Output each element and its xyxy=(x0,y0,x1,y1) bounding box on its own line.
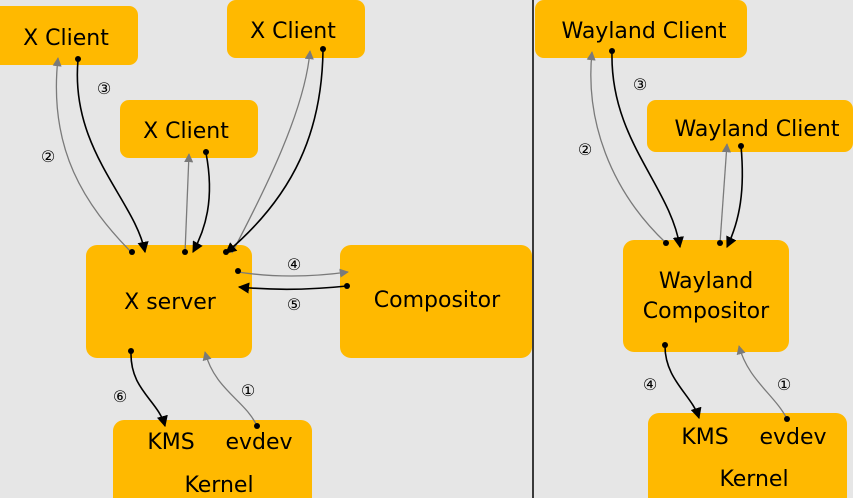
wayland-client-label-a: Wayland Client xyxy=(561,19,726,44)
x-step-3: ③ xyxy=(97,79,111,98)
compositor-box: Compositor xyxy=(340,245,532,358)
x-kernel-label: Kernel xyxy=(184,473,253,498)
wl-step-3: ③ xyxy=(633,75,647,94)
arrow-client-b-to-xserver xyxy=(225,49,324,254)
x-step-2: ② xyxy=(41,147,55,166)
arrow-xserver-to-kms xyxy=(130,351,168,428)
x-client-box-a: X Client xyxy=(0,6,138,65)
arrow-xserver-to-compositor xyxy=(237,268,349,278)
x-step-6: ⑥ xyxy=(113,387,127,406)
x-step-4: ④ xyxy=(287,255,301,274)
wl-step-1: ① xyxy=(777,375,791,394)
x-evdev-label: evdev xyxy=(225,430,292,455)
wayland-kernel-box: KMS evdev Kernel xyxy=(648,413,847,498)
arrow-evdev-to-compositor xyxy=(736,345,788,420)
x-server-box: X server xyxy=(86,245,252,358)
x-step-5: ⑤ xyxy=(287,295,301,314)
arrow-evdev-to-xserver xyxy=(202,351,258,427)
x-step-1: ① xyxy=(241,381,255,400)
arrow-compositor-to-wl-client-b xyxy=(719,143,731,244)
arrow-compositor-to-wl-client-a xyxy=(586,51,667,244)
x-kernel-box: KMS evdev Kernel xyxy=(113,420,312,498)
arrow-xserver-to-client-c xyxy=(184,153,194,254)
wl-step-2: ② xyxy=(578,140,592,159)
wayland-kms-label: KMS xyxy=(681,425,728,450)
compositor-label: Compositor xyxy=(374,288,501,313)
arrow-compositor-to-kms xyxy=(664,345,702,420)
wayland-compositor-label-2: Compositor xyxy=(643,299,770,324)
arrow-client-a-to-xserver xyxy=(76,59,149,254)
wayland-client-box-a: Wayland Client xyxy=(535,0,747,58)
arrow-client-c-to-xserver xyxy=(192,152,211,253)
wayland-client-label-b: Wayland Client xyxy=(674,117,839,142)
arrow-compositor-to-xserver xyxy=(237,282,348,294)
x-kms-label: KMS xyxy=(147,430,194,455)
wayland-kernel-label: Kernel xyxy=(719,467,788,492)
wayland-client-box-b: Wayland Client xyxy=(647,100,853,152)
arrow-xserver-to-client-a xyxy=(52,57,133,254)
wayland-evdev-label: evdev xyxy=(759,425,826,450)
wayland-compositor-label-1: Wayland xyxy=(659,269,753,294)
wl-step-4: ④ xyxy=(643,375,657,394)
arrow-wl-client-a-to-compositor xyxy=(611,51,684,249)
x-side-arrows xyxy=(52,46,350,429)
x-client-label-a: X Client xyxy=(23,26,109,51)
x-client-box-b: X Client xyxy=(227,0,365,58)
x-client-label-b: X Client xyxy=(250,19,336,44)
x-client-box-c: X Client xyxy=(120,100,258,158)
arrow-xserver-to-client-b xyxy=(231,50,314,254)
arrow-wl-client-b-to-compositor xyxy=(726,145,744,249)
wayland-compositor-box: Wayland Compositor xyxy=(623,240,789,352)
x-server-label: X server xyxy=(124,290,217,315)
wayland-side-arrows xyxy=(586,48,790,422)
x-client-label-c: X Client xyxy=(143,119,229,144)
